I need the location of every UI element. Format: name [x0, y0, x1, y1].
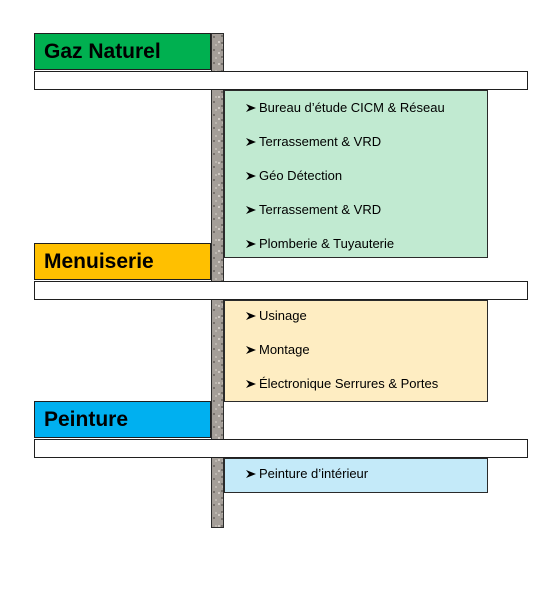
section-title-label: Menuiserie [44, 249, 154, 273]
arrow-bullet-icon [246, 239, 256, 248]
section-title-menuiserie: Menuiserie [34, 243, 211, 280]
section-panel-peinture: Peinture d’intérieur [224, 458, 488, 493]
arrow-bullet-icon [246, 171, 256, 180]
arrow-bullet-icon [246, 103, 256, 112]
vertical-connector [211, 33, 224, 528]
list-item: Montage [246, 337, 310, 362]
arrow-bullet-icon [246, 137, 256, 146]
section-bar-menuiserie [34, 281, 528, 300]
section-title-label: Peinture [44, 407, 129, 431]
arrow-bullet-icon [246, 311, 256, 320]
section-panel-gaz-naturel: Bureau d’étude CICM & Réseau Terrassemen… [224, 90, 488, 258]
list-item: Électronique Serrures & Portes [246, 371, 438, 396]
arrow-bullet-icon [246, 205, 256, 214]
section-bar-gaz-naturel [34, 71, 528, 90]
list-item: Peinture d’intérieur [246, 461, 368, 486]
section-title-peinture: Peinture [34, 401, 211, 438]
arrow-bullet-icon [246, 469, 256, 478]
list-item: Plomberie & Tuyauterie [246, 231, 394, 256]
section-bar-peinture [34, 439, 528, 458]
list-item: Bureau d’étude CICM & Réseau [246, 95, 445, 120]
list-item: Terrassement & VRD [246, 197, 381, 222]
section-title-gaz-naturel: Gaz Naturel [34, 33, 211, 70]
list-item: Géo Détection [246, 163, 342, 188]
list-item: Usinage [246, 303, 307, 328]
section-panel-menuiserie: Usinage Montage Électronique Serrures & … [224, 300, 488, 402]
list-item: Terrassement & VRD [246, 129, 381, 154]
arrow-bullet-icon [246, 345, 256, 354]
arrow-bullet-icon [246, 379, 256, 388]
section-title-label: Gaz Naturel [44, 39, 161, 63]
